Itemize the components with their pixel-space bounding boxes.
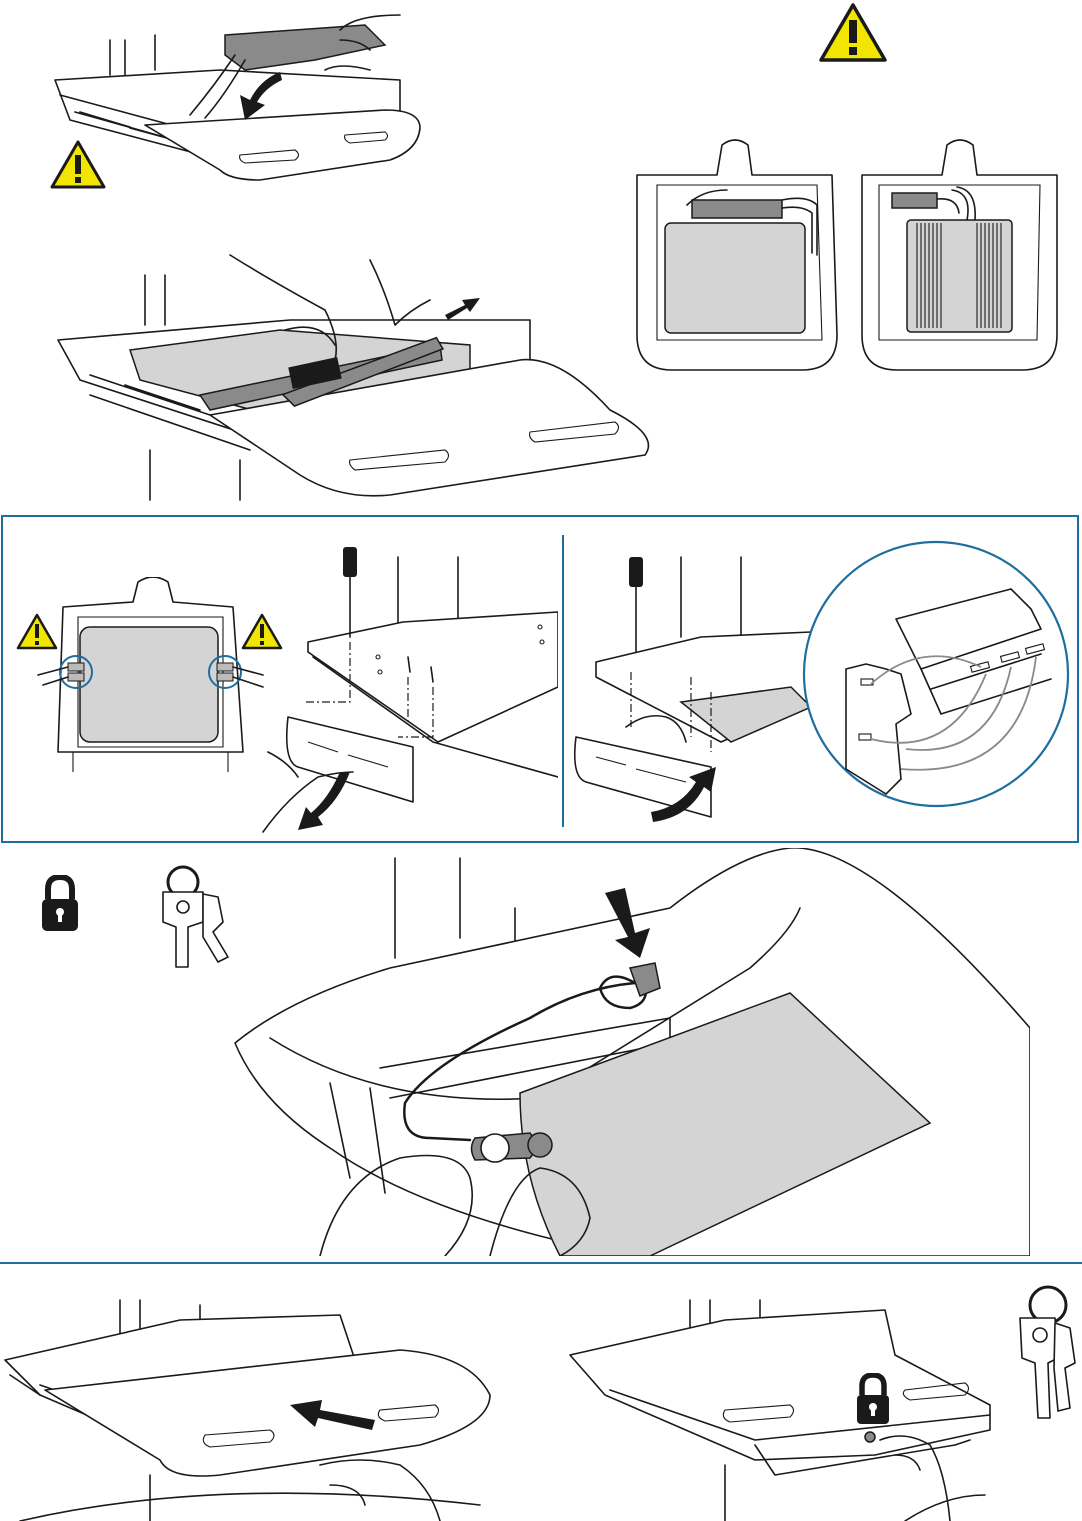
screwdriver-icon (343, 547, 357, 577)
step-close-drawer (0, 1295, 500, 1521)
remove-front-panel (258, 527, 558, 837)
arrow-icon (445, 298, 480, 320)
keys-icon (1010, 1283, 1080, 1423)
reinstall-front-panel (571, 527, 811, 837)
battery-orientation-a (632, 135, 842, 375)
warning-icon (16, 613, 58, 651)
battery-orientation-b (857, 135, 1067, 375)
warning-icon (50, 140, 106, 190)
step-lock-drawer (565, 1295, 995, 1521)
lock-icon (40, 875, 80, 933)
panel-clip-detail (801, 539, 1071, 809)
step-attach-cable-lock (230, 848, 1030, 1256)
step-fasten-strap (50, 250, 660, 505)
warning-icon (818, 2, 888, 64)
arrow-icon (298, 772, 350, 830)
front-panel-box (1, 515, 1079, 843)
screwdriver-icon (629, 557, 643, 587)
section-divider (0, 1262, 1082, 1264)
keys-icon (158, 862, 233, 972)
box-divider (562, 535, 564, 827)
lock-icon (855, 1373, 891, 1425)
